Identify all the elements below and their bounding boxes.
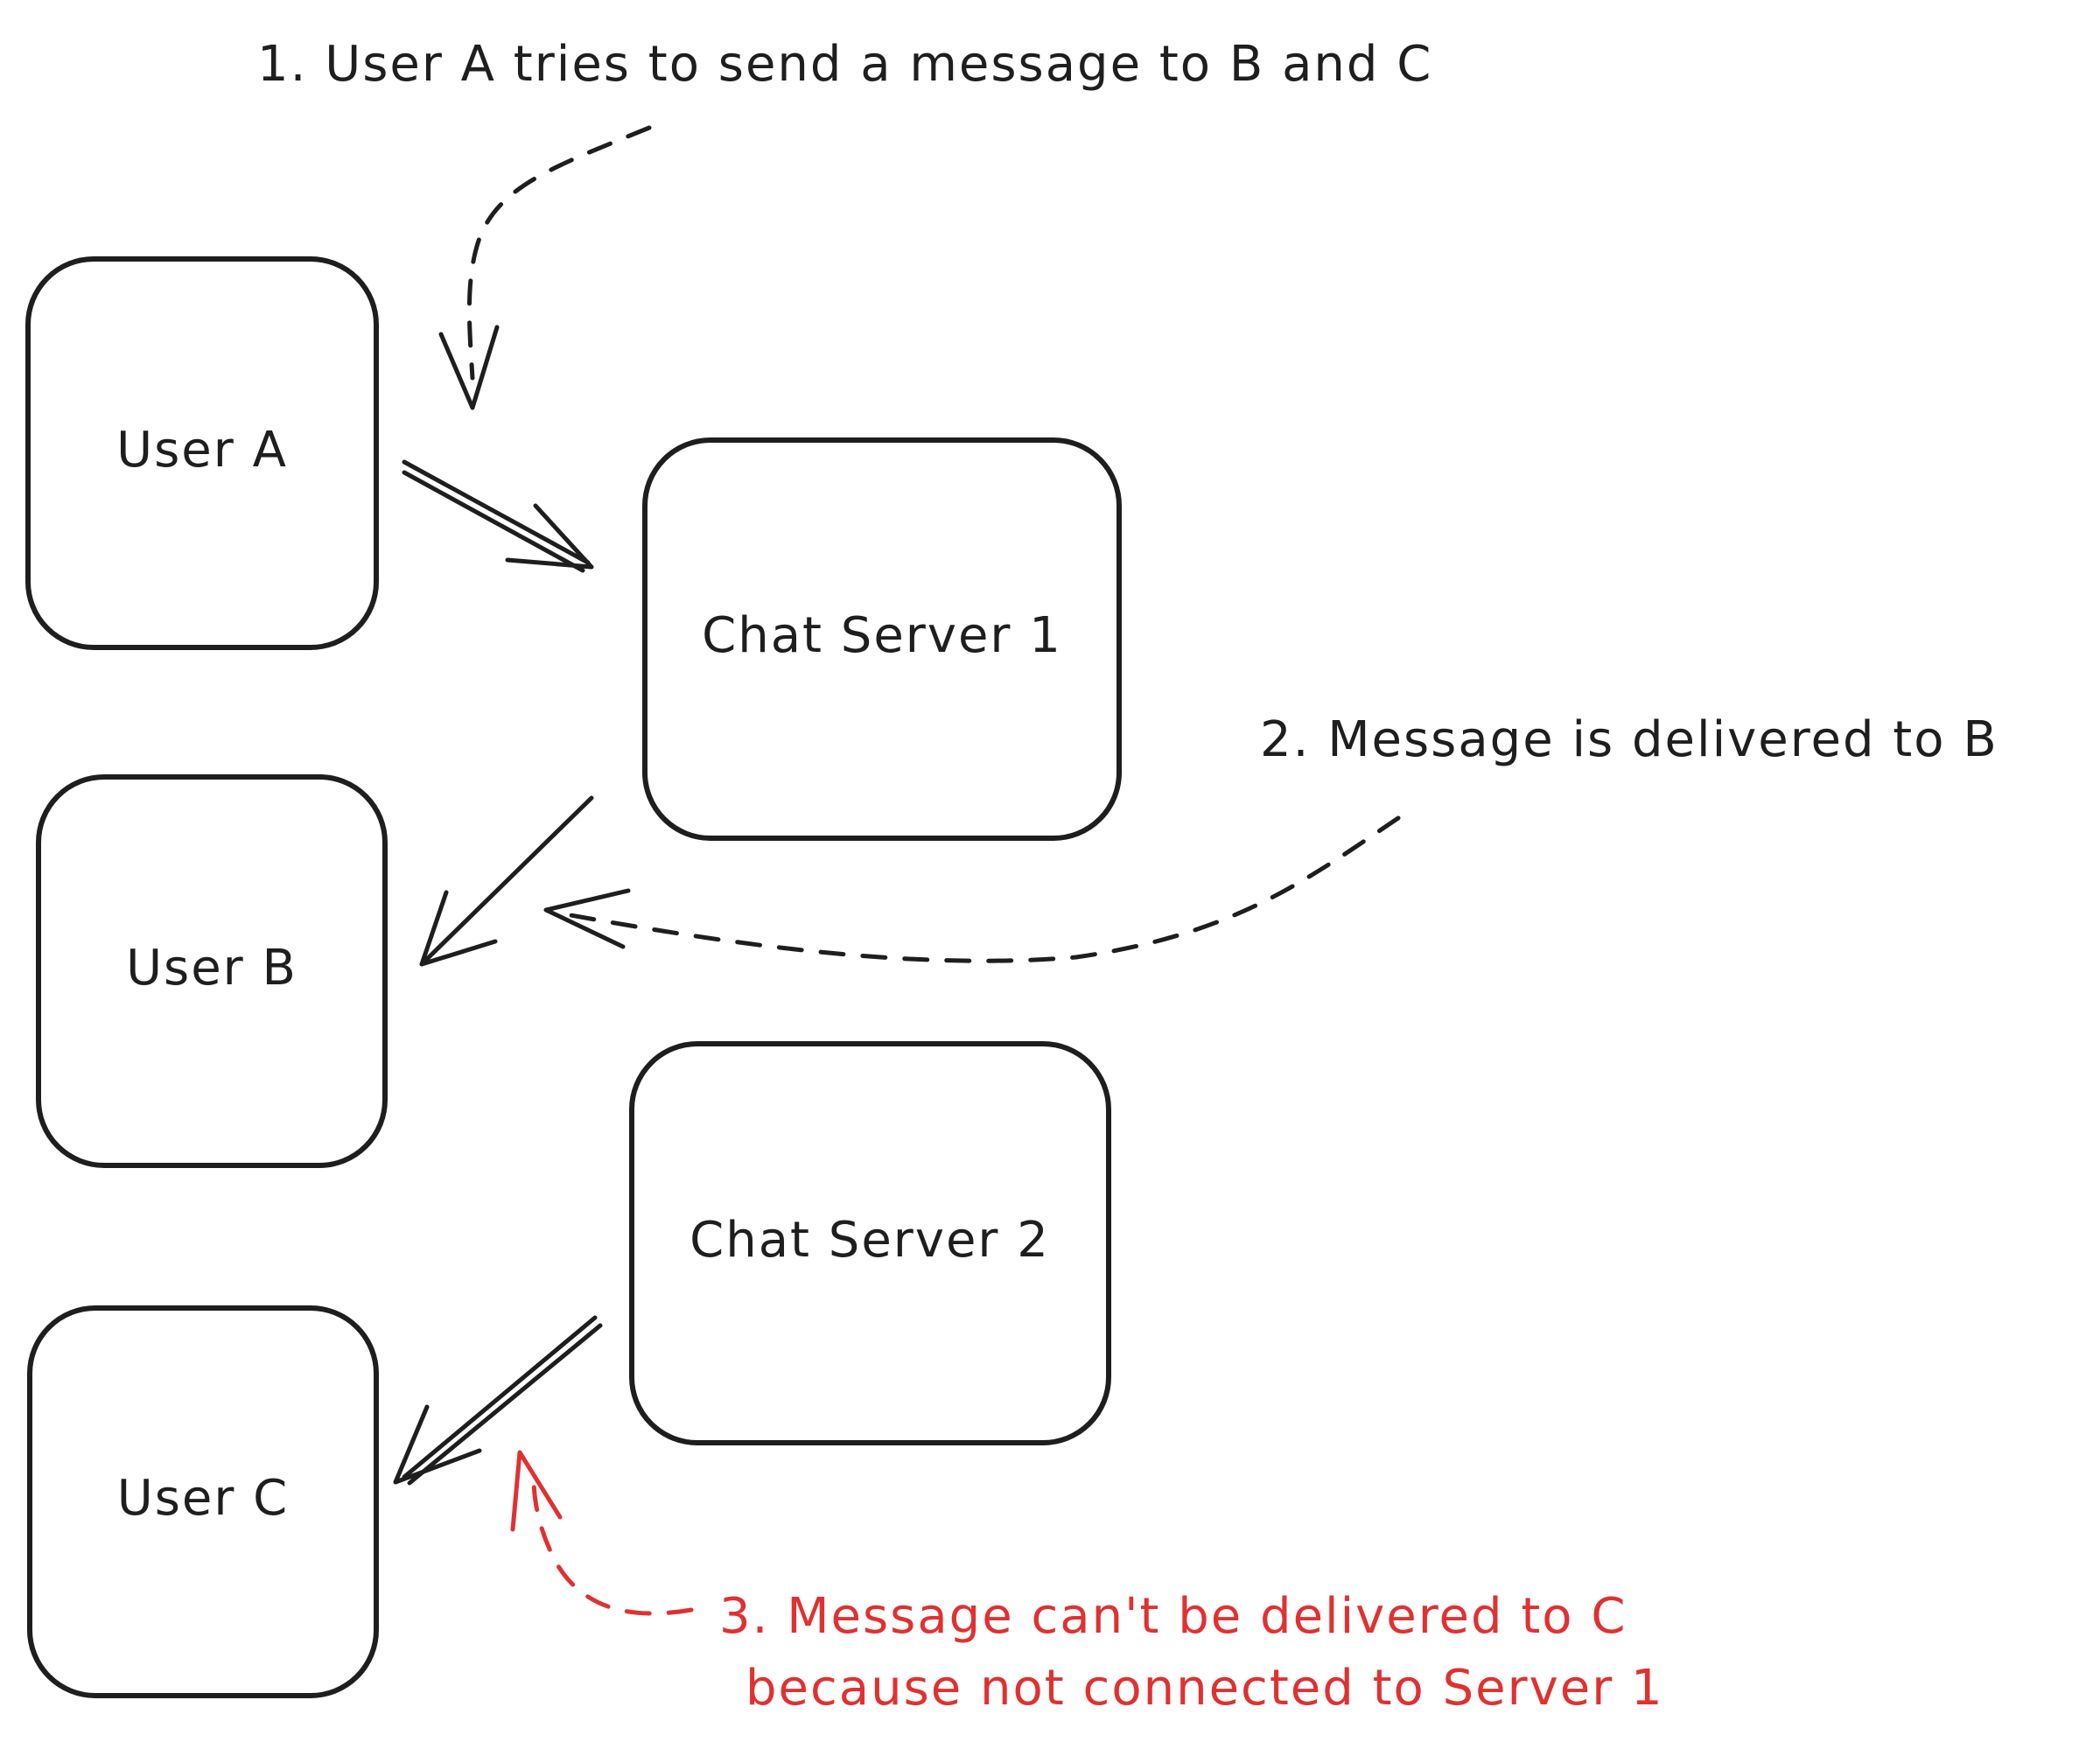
- chat-server-1-label: Chat Server 1: [702, 607, 1062, 664]
- user-a-node[interactable]: User A: [25, 256, 379, 650]
- annotation-step-2: 2. Message is delivered to B: [1260, 711, 1998, 768]
- user-c-label: User C: [117, 1470, 290, 1527]
- user-b-label: User B: [126, 940, 298, 997]
- chat-server-2-node[interactable]: Chat Server 2: [629, 1041, 1111, 1445]
- user-a-label: User A: [116, 422, 288, 479]
- annotation-step-1: 1. User A tries to send a message to B a…: [257, 36, 1432, 93]
- chat-server-2-label: Chat Server 2: [690, 1212, 1050, 1269]
- chat-server-1-node[interactable]: Chat Server 1: [642, 437, 1122, 841]
- annotation-step-3-line-2: because not connected to Server 1: [746, 1660, 1664, 1717]
- arrow-user-a-to-server-1: [402, 459, 594, 573]
- arrow-server-1-to-user-b: [419, 795, 594, 967]
- user-b-node[interactable]: User B: [36, 774, 388, 1168]
- dashed-arrow-step-2: [543, 815, 1401, 963]
- dashed-arrow-step-1: [438, 125, 652, 410]
- user-c-node[interactable]: User C: [27, 1305, 379, 1698]
- arrow-server-2-to-user-c: [393, 1315, 603, 1486]
- dashed-arrow-step-3: [510, 1450, 694, 1616]
- annotation-step-3-line-1: 3. Message can't be delivered to C: [719, 1588, 1627, 1645]
